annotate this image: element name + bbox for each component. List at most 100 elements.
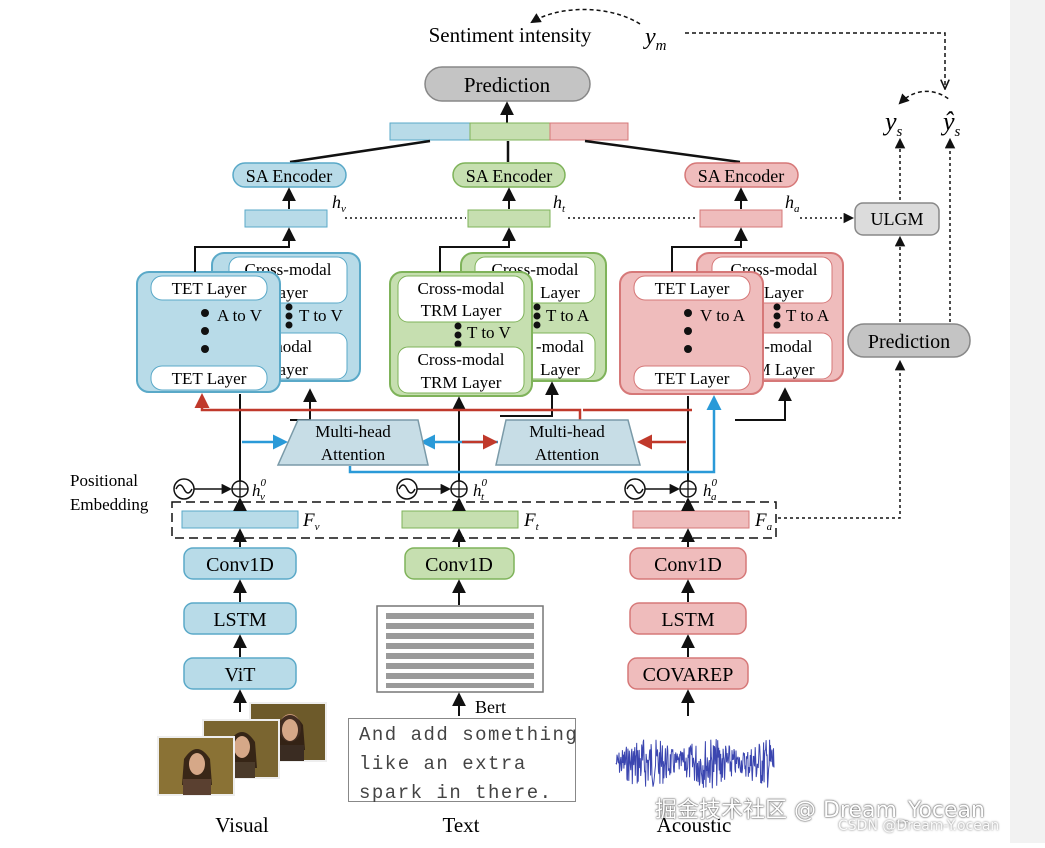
concat-acoustic-segment [549, 122, 629, 141]
visual-video-frames [157, 702, 327, 796]
ulgm-label: ULGM [871, 209, 924, 229]
ym-label: ym [643, 24, 667, 54]
visual-vit-label: ViT [224, 664, 255, 686]
right-attention-line2: Attention [535, 445, 600, 464]
bert-label: Bert [475, 697, 506, 717]
positional-label-line1: Positional [70, 471, 138, 490]
text-front-bottom-line1: Cross-modal [418, 350, 505, 369]
frame-1 [157, 736, 235, 796]
visual-lstm-label: LSTM [213, 609, 267, 631]
text-back-top-line2: Layer [540, 283, 580, 302]
modality-visual-label: Visual [215, 813, 269, 837]
text-conv1d [404, 547, 515, 580]
modality-acoustic-label: Acoustic [657, 813, 732, 837]
acoustic-lstm [629, 602, 747, 635]
text-hidden-vector [467, 209, 551, 228]
prediction-node [424, 66, 591, 102]
concat-visual-segment [389, 122, 471, 141]
visual-front-top: TET Layer [172, 279, 247, 298]
text-hidden-label: ht [553, 192, 566, 215]
acoustic-front-bottom: TET Layer [655, 369, 730, 388]
visual-cross-modal-block: Cross-modal Layer T to V -modal Layer TE… [136, 252, 361, 393]
prediction-label: Prediction [464, 73, 551, 97]
concat-text-segment [469, 122, 551, 141]
acoustic-encoder-to-concat-line [584, 139, 741, 164]
positional-embedding-region [171, 501, 777, 539]
acoustic-waveform-icon [615, 739, 775, 789]
sample-text-line: like an extra [359, 753, 527, 775]
visual-positional-encoder [173, 478, 249, 500]
text-back-bottom-line1: -modal [536, 337, 584, 356]
text-back-mid: T to A [546, 306, 590, 325]
visual-front-mid: A to V [217, 306, 263, 325]
right-multi-head-attention [495, 419, 641, 466]
acoustic-feature-label: Fa [754, 510, 773, 533]
acoustic-block-to-hidden [671, 227, 748, 272]
acoustic-back-input-arrow [735, 387, 792, 421]
acoustic-conv1d-label: Conv1D [654, 554, 722, 576]
visual-block-to-hidden [194, 227, 296, 272]
acoustic-hidden-label: ha [785, 192, 800, 215]
left-attention-line1: Multi-head [315, 422, 391, 441]
right-margin-strip [1010, 0, 1045, 843]
text-back-bottom-line2: Layer [540, 360, 580, 379]
visual-back-mid: T to V [299, 306, 343, 325]
visual-vit [183, 657, 297, 690]
visual-front-bottom: TET Layer [172, 369, 247, 388]
ulgm-node [854, 202, 940, 236]
watermark-sub: CSDN @Dream-Y.ocean [838, 818, 1000, 834]
ym-to-ulgm-dashed-line [685, 32, 945, 88]
acoustic-lstm-label: LSTM [661, 609, 715, 631]
visual-hidden-vector [244, 209, 328, 228]
visual-conv1d-label: Conv1D [206, 554, 274, 576]
acoustic-feature-vector [632, 510, 750, 529]
watermark-main: 掘金技术社区 @ Dream_Yocean [655, 798, 985, 823]
acoustic-hidden-vector [699, 209, 783, 228]
sample-text-line: And add something [359, 724, 579, 746]
text-front-top-line1: Cross-modal [418, 279, 505, 298]
acoustic-sa-encoder [684, 162, 799, 188]
text-feature-vector [401, 510, 519, 529]
acoustic-back-bottom-line2: M Layer [755, 360, 814, 379]
text-conv1d-label: Conv1D [425, 554, 493, 576]
features-to-prediction-dashed [778, 359, 906, 519]
left-multi-head-attention [276, 419, 429, 466]
acoustic-covarep [627, 657, 749, 690]
visual-sa-encoder-label: SA Encoder [246, 166, 332, 186]
text-cross-modal-block: Cross-modal Layer T to A -modal Layer Cr… [389, 252, 607, 397]
acoustic-positional-encoder [624, 478, 697, 500]
text-back-input-arrow [500, 381, 559, 417]
visual-conv1d [183, 547, 297, 580]
acoustic-conv1d [629, 547, 747, 580]
visual-feature-vector [181, 510, 299, 529]
visual-hidden-label: hv [332, 192, 346, 215]
acoustic-front-top: TET Layer [655, 279, 730, 298]
text-feature-label: Ft [523, 510, 540, 533]
blue-visual-to-acoustic-arrow [348, 395, 722, 474]
text-front-mid: T to V [467, 323, 511, 342]
yhat-s-label: ŷs [940, 107, 961, 140]
text-block-to-hidden [439, 227, 516, 272]
ym-to-title-arrow [530, 8, 641, 25]
visual-encoder-to-concat-line [289, 139, 431, 164]
modality-text-label: Text [442, 813, 479, 837]
text-positional-encoder [396, 478, 468, 500]
acoustic-back-mid: T to A [786, 306, 830, 325]
sample-text-line: spark in there. [359, 782, 553, 804]
visual-sa-encoder [232, 162, 347, 188]
ys-label: ys [882, 107, 903, 140]
acoustic-back-bottom-line1: s-modal [758, 337, 813, 356]
sample-text-box: And add something like an extra spark in… [348, 718, 579, 804]
positional-label-line2: Embedding [70, 495, 149, 514]
visual-back-input-arrow [290, 388, 317, 421]
acoustic-front-mid: V to A [700, 306, 746, 325]
text-front-top-line2: TRM Layer [421, 301, 502, 320]
visual-feature-label: Fv [302, 510, 320, 533]
acoustic-covarep-label: COVAREP [643, 664, 734, 686]
bert-embedding-matrix [376, 605, 544, 693]
